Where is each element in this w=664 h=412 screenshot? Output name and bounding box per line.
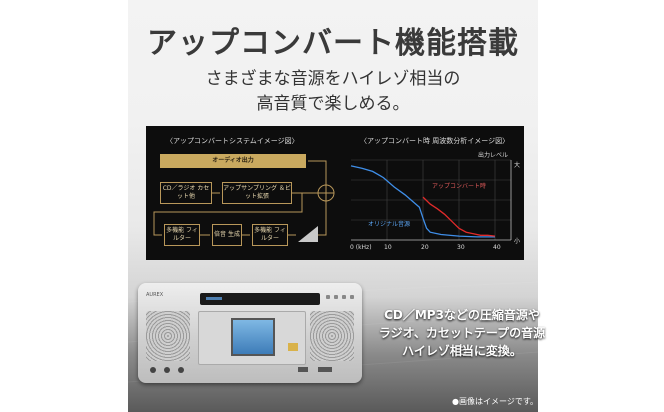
filter-2-box: 多機能 フィルター <box>252 224 288 246</box>
connector-branch <box>153 193 303 236</box>
upsampling-box: アップサンプリング ＆ビット拡張 <box>222 182 292 204</box>
original-series-label: オリジナル音源 <box>368 221 411 228</box>
feature-note-line-2: ラジオ、カセットテープの音源も <box>378 326 546 357</box>
sd-slot <box>318 367 332 372</box>
connector-sum-output <box>308 160 327 185</box>
feature-note-line-1: CD／MP3などの圧縮音源や <box>384 308 540 322</box>
left-speaker-grille <box>146 311 190 361</box>
spectrum-chart-title: 〈アップコンバート時 周波数分析イメージ図〉 <box>360 137 510 145</box>
amplifier-triangle-icon <box>298 226 318 242</box>
filter-1-box: 多機能 フィルター <box>164 224 200 246</box>
spectrum-chart <box>350 159 512 241</box>
subheadline-line-2: 高音質で楽しめる。 <box>256 94 410 114</box>
feature-note-line-3: ハイレゾ相当に変換。 <box>402 344 522 358</box>
cd-slot-panel <box>200 293 320 305</box>
image-caption: ●画像はイメージです。 <box>452 397 539 406</box>
subheadline-line-1: さまざまな音源をハイレゾ相当の <box>205 69 461 89</box>
y-axis-bottom: 小 <box>514 238 521 245</box>
button-2[interactable] <box>334 295 338 299</box>
top-buttons <box>326 295 354 299</box>
knob-2[interactable] <box>164 367 170 373</box>
diagram-panel: 〈アップコンバートシステムイメージ図〉 オーディオ出力 CD／ラジオ カセット他… <box>146 126 524 260</box>
brand-logo: AUREX <box>146 292 164 298</box>
button-3[interactable] <box>342 295 346 299</box>
connector-gain-sum <box>318 201 327 236</box>
usb-port <box>298 367 308 372</box>
audio-output-box: オーディオ出力 <box>160 154 306 168</box>
hi-res-badge <box>288 343 298 351</box>
headline: アップコンバート機能搭載 <box>147 26 519 61</box>
x-tick-20: 20 <box>421 244 429 251</box>
x-tick-10: 10 <box>384 244 392 251</box>
doubler-box: 倍音 生成 <box>212 224 242 246</box>
x-tick-30: 30 <box>457 244 465 251</box>
original-series-line <box>350 165 495 238</box>
x-axis-unit: 0 (kHz) <box>350 244 372 251</box>
chart-gridlines <box>351 159 511 240</box>
diagram-connectors <box>153 160 335 242</box>
source-box: CD／ラジオ カセット他 <box>160 182 212 204</box>
button-4[interactable] <box>350 295 354 299</box>
right-speaker-grille <box>310 311 354 361</box>
cd-radio-cassette-player: AUREX <box>138 283 362 383</box>
display-indicator <box>206 297 222 300</box>
lcd-display <box>231 318 275 356</box>
cassette-deck[interactable] <box>198 311 306 365</box>
upconverted-series-line <box>422 196 496 237</box>
x-tick-40: 40 <box>493 244 501 251</box>
system-diagram-title: 〈アップコンバートシステムイメージ図〉 <box>166 137 299 145</box>
knob-1[interactable] <box>150 367 156 373</box>
knob-3[interactable] <box>178 367 184 373</box>
button-1[interactable] <box>326 295 330 299</box>
y-axis-top: 大 <box>514 162 521 169</box>
y-axis-label: 出力レベル <box>478 152 509 159</box>
